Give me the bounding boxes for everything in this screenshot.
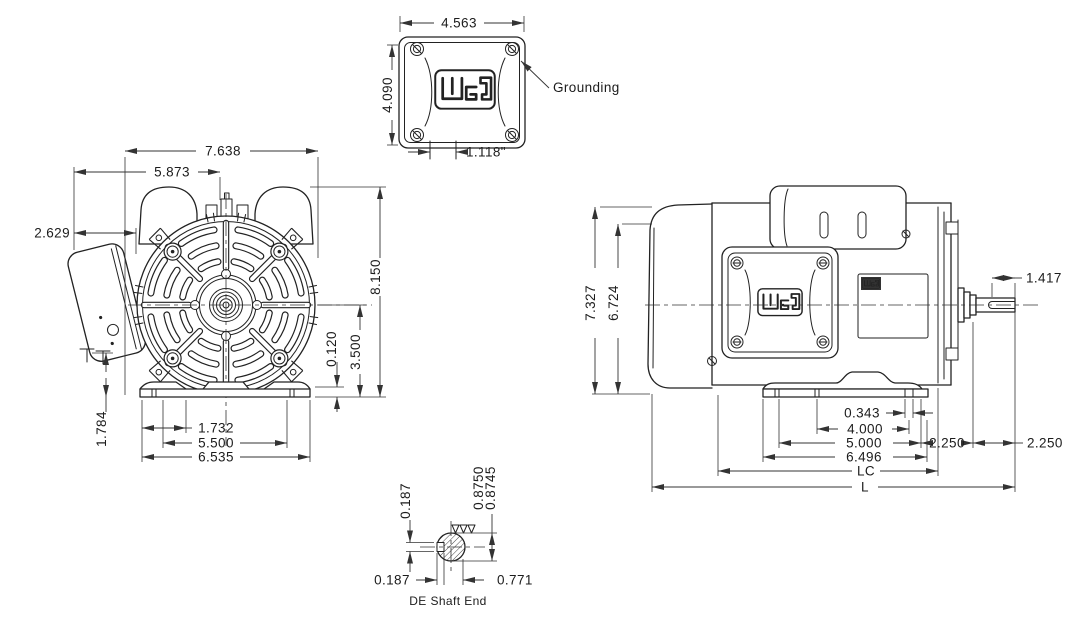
front-view: 7.638 5.873 2.629 8.150 3.500 0.120 1.78… [34, 144, 386, 465]
side-base-plate [762, 388, 929, 398]
end-bell [937, 206, 959, 384]
conduit-hub-marks [79, 348, 111, 365]
dim-key-depth: 0.187 [398, 483, 413, 519]
terminal-box-screws [410, 42, 519, 142]
dim-overall-height: 8.150 [368, 259, 383, 295]
grounding-label: Grounding [553, 80, 620, 95]
shaft-end-detail: 0.187 0.8750 0.8745 0.187 0.771 DE Shaft… [374, 466, 533, 608]
dim-foot-offset: 1.732 [198, 421, 234, 436]
dim-shaft-ext: 2.250 [1027, 436, 1063, 451]
dim-overall-width: 7.638 [205, 144, 241, 159]
dim-foot-span: 5.000 [846, 436, 882, 451]
terminal-box-top-view: 4.563 4.090 1.118" Grounding [380, 16, 620, 160]
dim-dia-upper: 0.8750 [471, 466, 486, 510]
dim-foot-hole: 0.343 [844, 406, 880, 421]
body-screw [707, 356, 717, 366]
dim-l: L [861, 480, 869, 495]
dim-center-height: 3.500 [348, 334, 363, 370]
dim-base-width: 6.535 [198, 450, 234, 465]
front-feet-profile [139, 381, 311, 390]
side-view: 7.327 6.724 1.417 0.343 4.000 5.000 2.25… [583, 185, 1063, 495]
dim-base-pad: 0.120 [324, 331, 339, 367]
dim-base-length: 6.496 [846, 450, 882, 465]
dim-dia-lower: 0.8745 [483, 466, 498, 510]
dim-key-width: 0.187 [374, 573, 410, 588]
dim-hole-span: 4.000 [847, 422, 883, 437]
dim-box-depth: 2.629 [34, 226, 70, 241]
tbox-side-face [721, 246, 839, 359]
dim-side-overall-height: 7.327 [583, 285, 598, 321]
dim-box-bottom: 1.784 [94, 411, 109, 447]
tbox-cover-top [769, 185, 907, 250]
front-base-plate [139, 388, 311, 398]
nameplate [857, 273, 929, 339]
surface-finish-icon [451, 524, 476, 534]
conduit-box [67, 243, 147, 362]
dim-frame-height: 6.724 [606, 285, 621, 321]
dim-flat-offset: 0.771 [497, 573, 533, 588]
dim-face-offset: 2.250 [929, 436, 965, 451]
dim-foot-spacing: 5.500 [198, 436, 234, 451]
shaft-end-label: DE Shaft End [409, 594, 487, 608]
side-feet-profile [762, 371, 923, 390]
fan-cover-side [647, 203, 713, 389]
dim-box-to-center: 5.873 [154, 165, 190, 180]
cover-screw [901, 229, 911, 239]
dim-tbox-knockout: 1.118" [466, 145, 506, 160]
dim-tbox-height: 4.090 [380, 77, 395, 113]
dim-lc: LC [857, 464, 875, 479]
dim-tbox-width: 4.563 [441, 16, 477, 31]
rim-details [133, 212, 319, 398]
dim-key-length: 1.417 [1026, 271, 1062, 286]
